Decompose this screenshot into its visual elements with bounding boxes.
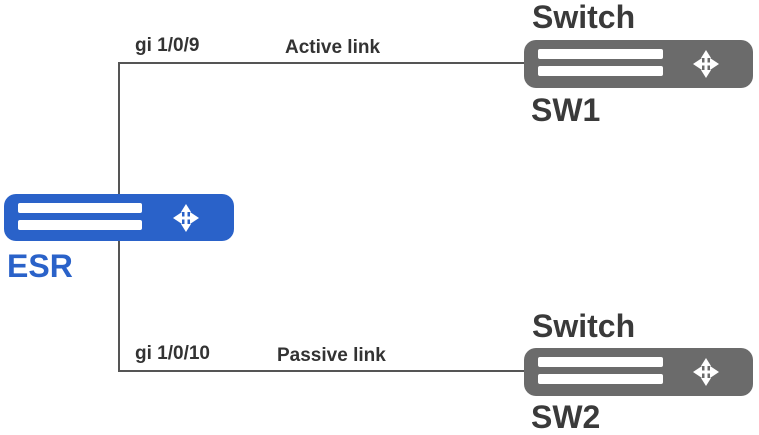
active-link-label: Active link: [285, 37, 381, 58]
passive-link-line: [118, 241, 527, 372]
esr-bar-top: [18, 203, 142, 213]
sw2-type-label: Switch: [532, 308, 636, 344]
esr-bar-bottom: [18, 220, 142, 230]
passive-link-label: Passive link: [277, 345, 386, 366]
switch-sw1-device[interactable]: [524, 40, 753, 88]
sw1-type-label: Switch: [532, 0, 636, 35]
sw2-bar-bottom: [538, 374, 663, 384]
esr-label: ESR: [7, 248, 73, 284]
sw2-bar-top: [538, 357, 663, 367]
active-link-line: [118, 62, 527, 196]
sw1-name-label: SW1: [531, 92, 601, 128]
active-port-label: gi 1/0/9: [135, 35, 200, 56]
connection-lines: [118, 62, 527, 372]
esr-device[interactable]: [4, 194, 234, 241]
esr-body: [4, 194, 234, 241]
passive-port-label: gi 1/0/10: [135, 343, 210, 364]
switch-sw2-device[interactable]: [524, 348, 753, 396]
sw1-bar-bottom: [538, 66, 663, 76]
sw1-bar-top: [538, 49, 663, 59]
sw2-name-label: SW2: [531, 399, 601, 435]
